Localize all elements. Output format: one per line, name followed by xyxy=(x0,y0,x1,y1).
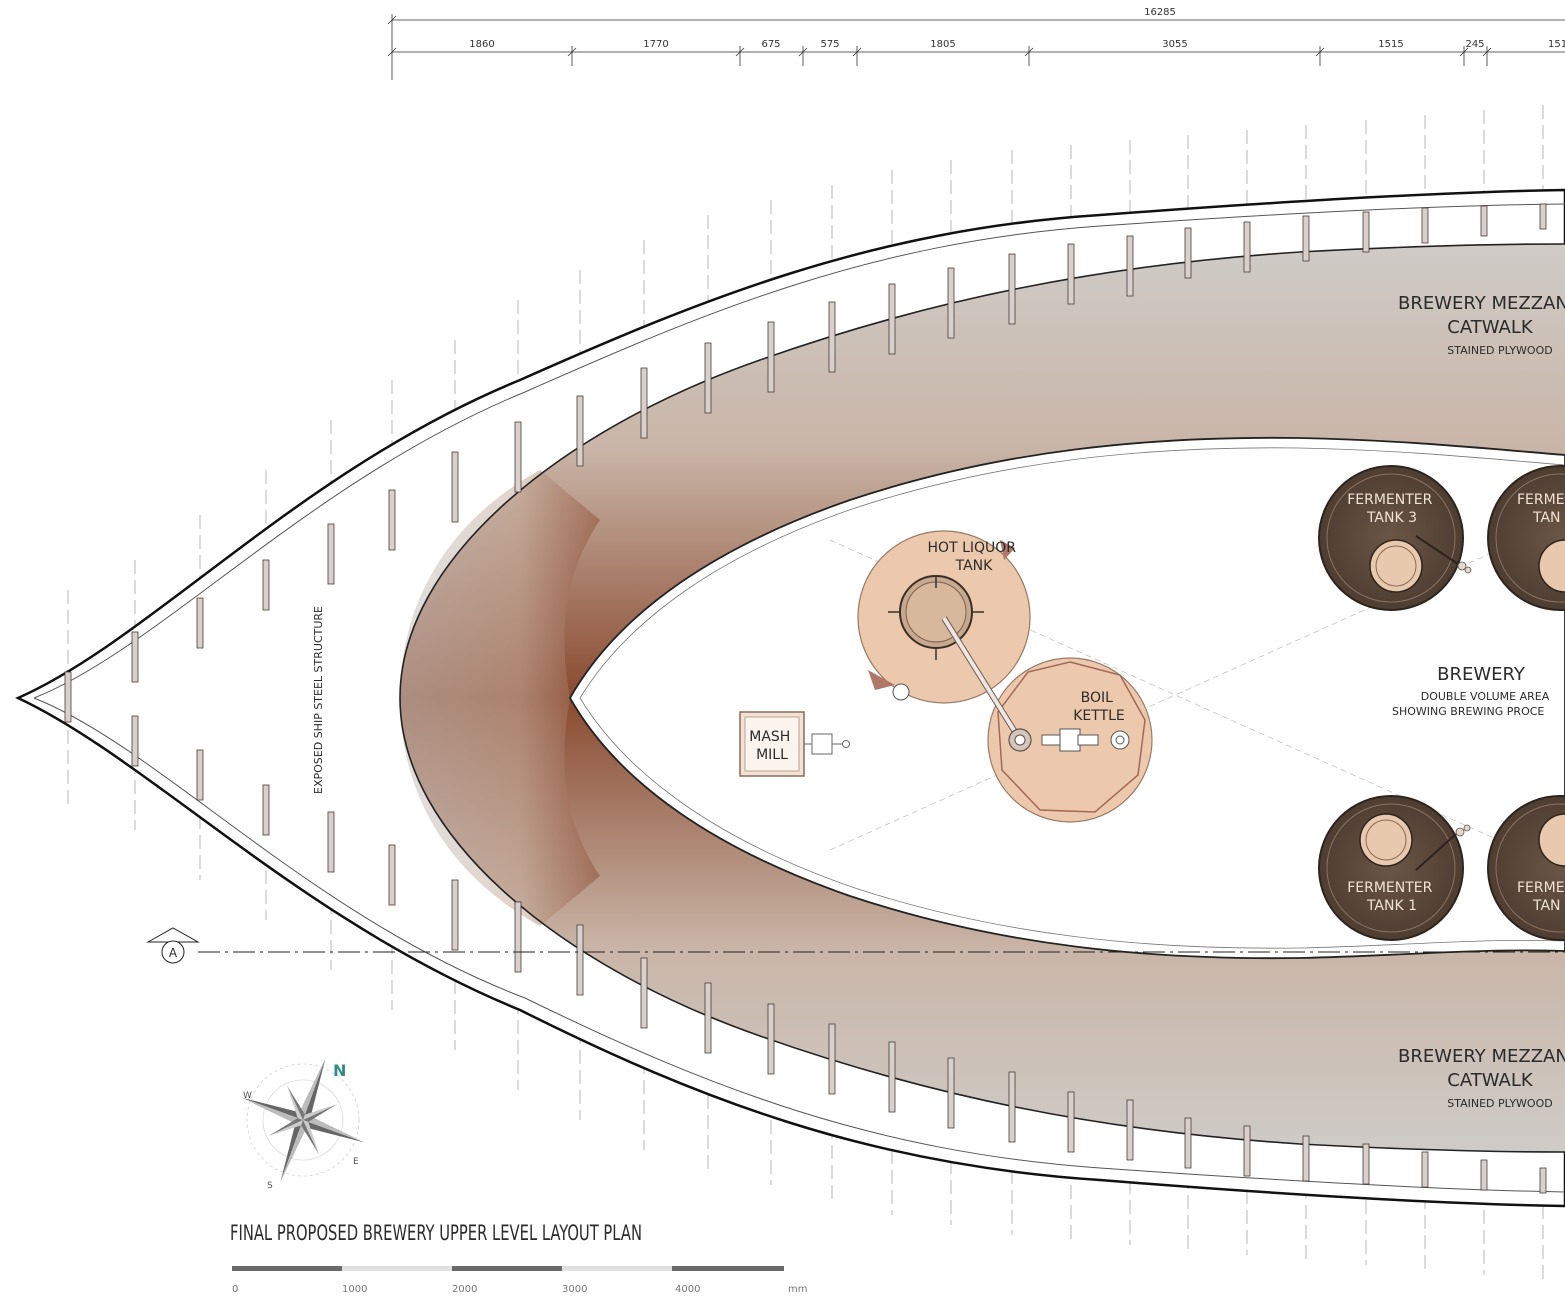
scale-tick: 1000 xyxy=(342,1284,367,1295)
mezzanine-top-material: STAINED PLYWOOD xyxy=(1447,344,1552,357)
mezzanine-bottom-material: STAINED PLYWOOD xyxy=(1447,1097,1552,1110)
fermenter-4-label-line1: FERME xyxy=(1517,492,1565,508)
svg-text:MASH MILL: MASH MILL xyxy=(749,729,795,763)
fermenter-2-label-line1: FERME xyxy=(1517,880,1565,896)
fermenter-tank-3: FERMENTER TANK 3 xyxy=(1318,465,1472,611)
fermenter-3-label-line1: FERMENTER xyxy=(1347,492,1432,508)
scale-tick: 4000 xyxy=(675,1284,700,1295)
compass-rose: N E S W xyxy=(240,1057,366,1191)
mezzanine-top-title: BREWERY MEZZAN xyxy=(1398,293,1565,314)
ship-steel-frames xyxy=(64,203,1547,1194)
dimension-overall: 16285 xyxy=(1144,7,1176,18)
svg-text:FERME TAN: FERME TAN xyxy=(1517,492,1565,526)
dimension-segment: 675 xyxy=(761,39,780,50)
brewery-label: BREWERY DOUBLE VOLUME AREA SHOWING BREWI… xyxy=(1392,664,1550,718)
mash-mill-label-line1: MASH xyxy=(749,729,790,745)
svg-text:FERMENTER TANK 1: FERMENTER TANK 1 xyxy=(1347,880,1437,914)
hot-liquor-tank-label-line2: TANK xyxy=(955,558,994,574)
dimension-segment: 575 xyxy=(820,39,839,50)
boil-kettle-label-line2: KETTLE xyxy=(1073,708,1125,724)
fermenter-1-label-line1: FERMENTER xyxy=(1347,880,1432,896)
dimension-segment: 151 xyxy=(1548,39,1565,50)
scale-tick: 3000 xyxy=(562,1284,587,1295)
compass-e: E xyxy=(353,1157,359,1167)
dimension-segment: 1805 xyxy=(930,39,955,50)
scale-bar: 0 1000 2000 3000 4000 mm xyxy=(232,1266,807,1295)
fermenter-tank-2: FERME TAN xyxy=(1487,795,1565,941)
dimension-segment: 1770 xyxy=(643,39,668,50)
mash-mill-label-line2: MILL xyxy=(756,747,788,763)
drawing-title: FINAL PROPOSED BREWERY UPPER LEVEL LAYOU… xyxy=(230,1221,642,1245)
dimension-segment: 1515 xyxy=(1378,39,1403,50)
fermenter-3-label-line2: TANK 3 xyxy=(1366,510,1417,526)
boil-kettle: BOIL KETTLE xyxy=(941,616,1153,823)
dimension-segment: 1860 xyxy=(469,39,494,50)
svg-text:BOIL KETTLE: BOIL KETTLE xyxy=(1073,690,1125,724)
mezzanine-bottom-title: BREWERY MEZZAN xyxy=(1398,1046,1565,1067)
brewery-line2: SHOWING BREWING PROCE xyxy=(1392,705,1544,718)
section-line-a: A xyxy=(146,927,1565,964)
svg-text:FERMENTER TANK 3: FERMENTER TANK 3 xyxy=(1347,492,1437,526)
fermenter-2-label-line2: TAN xyxy=(1532,898,1561,914)
mezzanine-catwalk-top xyxy=(400,244,1565,698)
compass-w: W xyxy=(243,1091,252,1101)
compass-n: N xyxy=(333,1061,346,1080)
fermenter-tank-4: FERME TAN xyxy=(1487,465,1565,611)
dimension-segment: 245 xyxy=(1465,39,1484,50)
scale-tick: 2000 xyxy=(452,1284,477,1295)
scale-tick: 0 xyxy=(232,1284,238,1295)
svg-text:HOT LIQUOR TANK: HOT LIQUOR TANK xyxy=(928,540,1021,574)
dimension-lines: 16285 1860 1770 675 575 1805 3055 1515 2… xyxy=(387,7,1565,80)
svg-text:FERME TAN: FERME TAN xyxy=(1517,880,1565,914)
section-marker-label: A xyxy=(169,946,178,960)
hot-liquor-tank-label-line1: HOT LIQUOR xyxy=(928,540,1017,556)
fermenter-4-label-line2: TAN xyxy=(1532,510,1561,526)
mezzanine-catwalk-bottom xyxy=(400,698,1565,1152)
scale-unit: mm xyxy=(788,1284,807,1295)
brewery-title: BREWERY xyxy=(1437,664,1526,685)
mezzanine-top-label: BREWERY MEZZAN CATWALK STAINED PLYWOOD xyxy=(1398,293,1565,357)
fermenter-tank-1: FERMENTER TANK 1 xyxy=(1318,795,1471,941)
mezzanine-bottom-subtitle: CATWALK xyxy=(1447,1070,1534,1091)
fermenter-1-label-line2: TANK 1 xyxy=(1366,898,1417,914)
brewery-line1: DOUBLE VOLUME AREA xyxy=(1421,690,1550,703)
mezzanine-top-subtitle: CATWALK xyxy=(1447,317,1534,338)
compass-s: S xyxy=(267,1181,273,1191)
mash-mill: MASH MILL xyxy=(739,711,850,777)
hot-liquor-tank: HOT LIQUOR TANK xyxy=(857,530,1031,704)
structure-label: EXPOSED SHIP STEEL STRUCTURE xyxy=(312,606,325,794)
mezzanine-bottom-label: BREWERY MEZZAN CATWALK STAINED PLYWOOD xyxy=(1398,1046,1565,1110)
boil-kettle-label-line1: BOIL xyxy=(1081,690,1114,706)
dimension-segment: 3055 xyxy=(1162,39,1187,50)
